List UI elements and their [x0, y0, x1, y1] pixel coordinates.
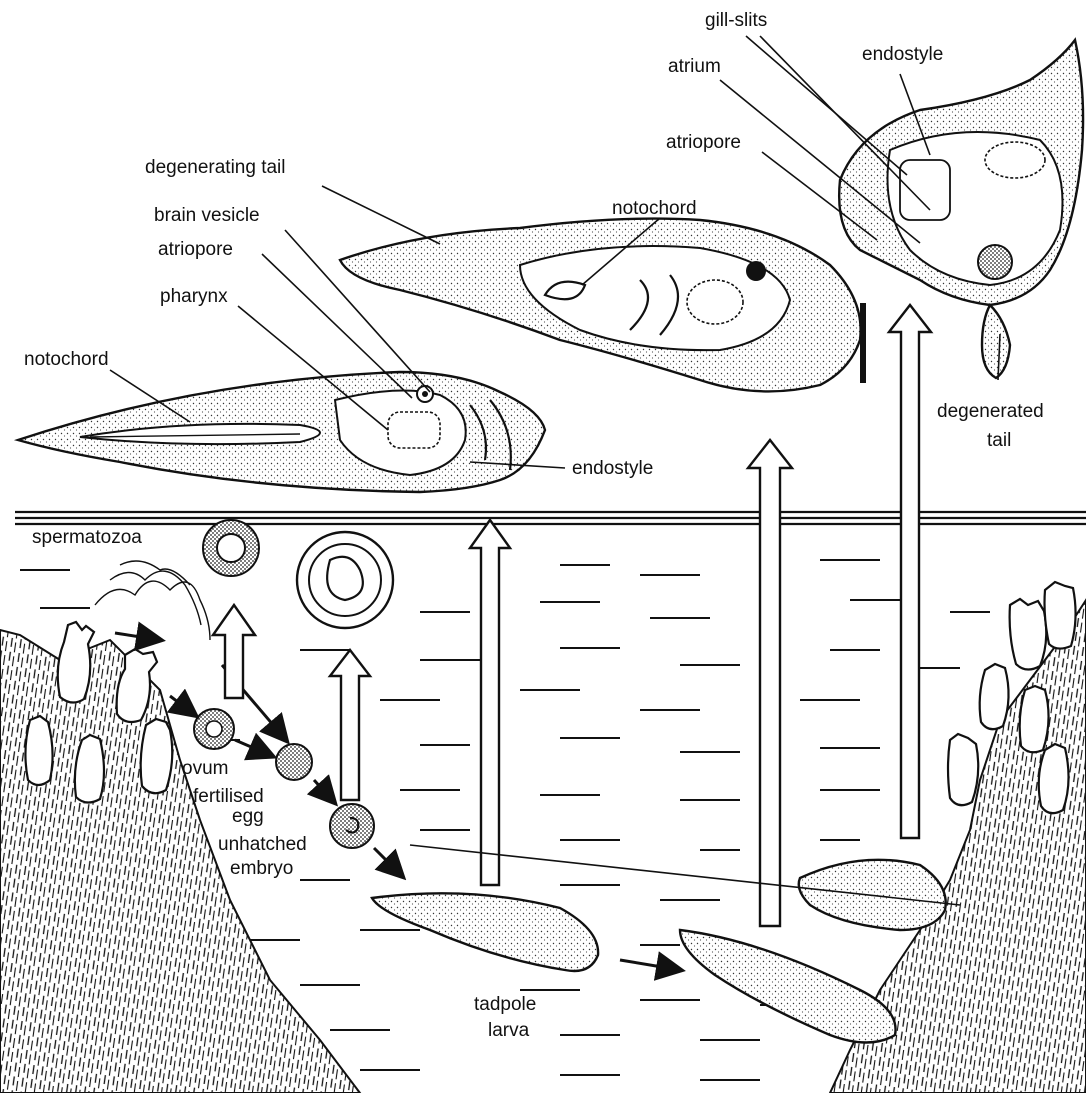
juvenile-sea-squirt — [839, 40, 1083, 378]
label-larva-endostyle: endostyle — [572, 458, 653, 479]
label-juv-atriopore: atriopore — [666, 132, 741, 153]
spermatozoa-drawing — [95, 561, 210, 640]
label-larva-notochord: notochord — [24, 349, 109, 370]
label-juv-gill-slits: gill-slits — [705, 10, 767, 31]
left-rock — [0, 630, 360, 1093]
small-tadpole-larvae — [372, 860, 946, 1043]
label-larva-brain-vesicle: brain vesicle — [154, 205, 260, 226]
label-fertilised: fertilised — [193, 786, 264, 807]
tadpole-larva-large — [18, 372, 545, 492]
label-tadpole: tadpole — [474, 994, 536, 1015]
label-ovum: ovum — [182, 758, 228, 779]
label-juv-endostyle: endostyle — [862, 44, 943, 65]
water-surface — [15, 512, 1086, 524]
label-unhatched: unhatched — [218, 834, 307, 855]
label-meta-notochord: notochord — [612, 198, 697, 219]
label-juv-tail: tail — [987, 430, 1011, 451]
label-egg: egg — [232, 806, 264, 827]
label-larva-atriopore: atriopore — [158, 239, 233, 260]
label-larva-pharynx: pharynx — [160, 286, 228, 307]
label-spermatozoa: spermatozoa — [32, 527, 142, 548]
metamorphosing-larva — [340, 219, 866, 392]
label-juv-atrium: atrium — [668, 56, 721, 77]
label-embryo: embryo — [230, 858, 293, 879]
label-juv-degenerated: degenerated — [937, 401, 1044, 422]
label-larva: larva — [488, 1020, 530, 1041]
label-meta-degenerating-tail: degenerating tail — [145, 157, 286, 178]
